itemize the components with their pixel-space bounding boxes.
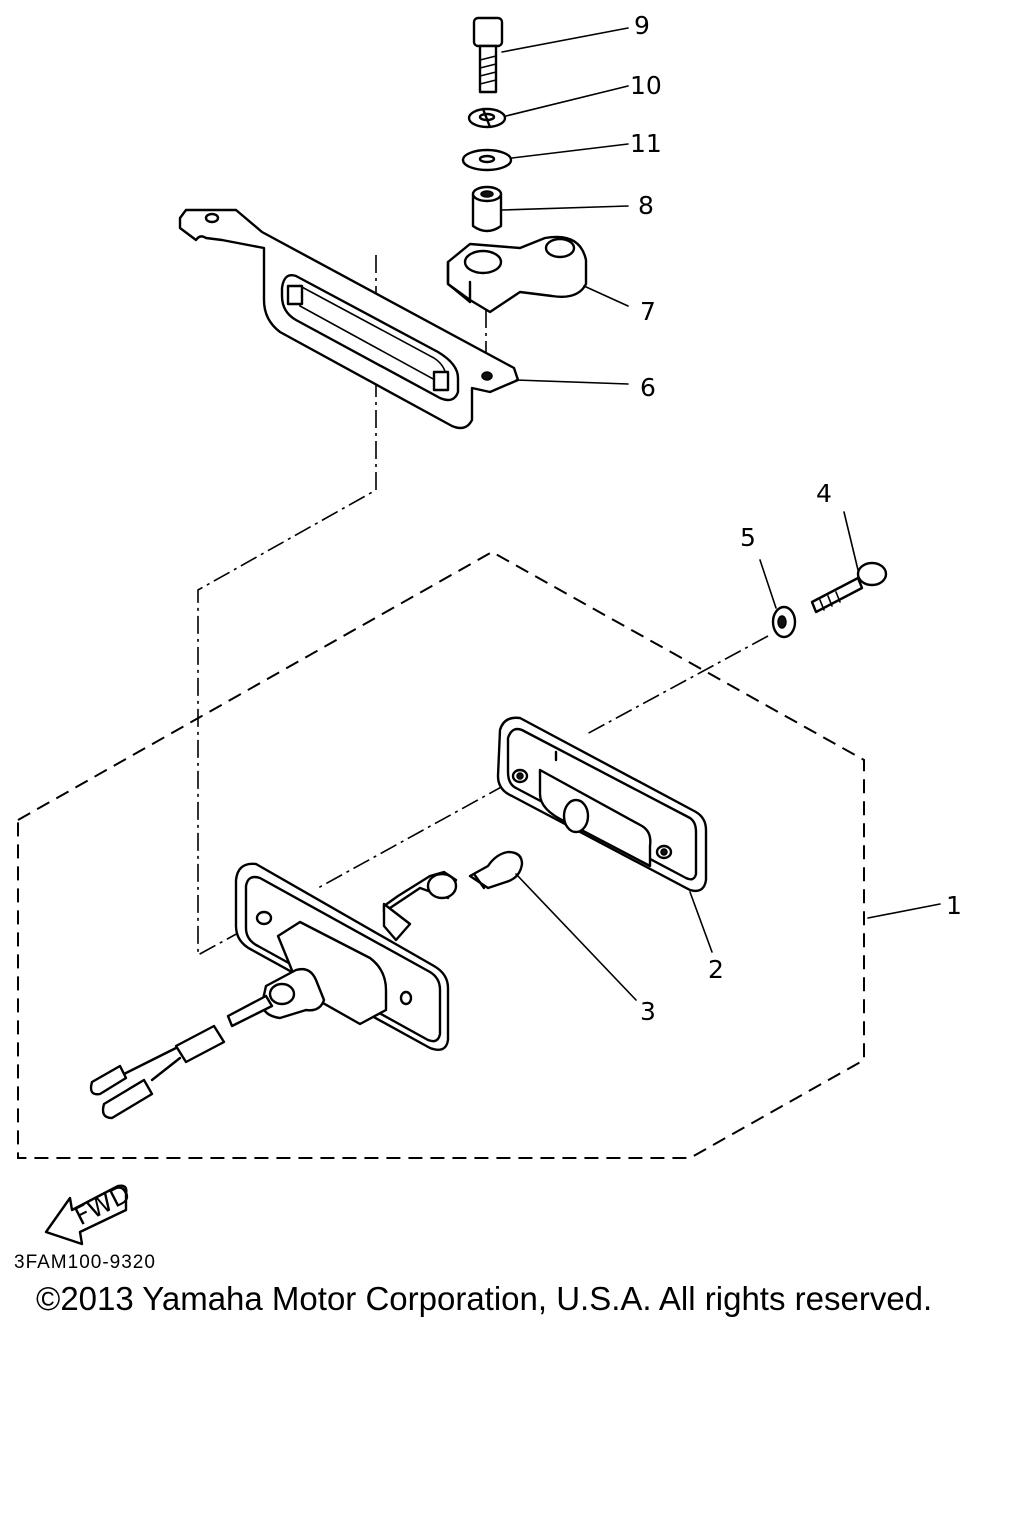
plain-washer-part-11 [461, 148, 513, 172]
spring-washer-part-10 [467, 107, 507, 129]
alignment-line-lens [584, 635, 769, 736]
leader-lines [501, 27, 941, 1001]
callout-3: 3 [640, 997, 656, 1026]
callout-2: 2 [708, 955, 724, 984]
copyright-notice: ©2013 Yamaha Motor Corporation, U.S.A. A… [36, 1280, 933, 1317]
fwd-arrow-icon: FWD [44, 1179, 135, 1246]
washer-part-5 [771, 605, 797, 639]
fwd-label: FWD [70, 1179, 135, 1231]
collar-part-8 [471, 185, 503, 233]
callout-9: 9 [634, 11, 650, 40]
callout-11: 11 [630, 129, 662, 158]
stay-part-7 [446, 235, 588, 314]
lens-part-2 [496, 716, 708, 893]
bracket-part-6 [178, 208, 520, 430]
catalog-code: 3FAM100-9320 [14, 1252, 156, 1273]
callout-7: 7 [640, 297, 656, 326]
bolt-part-9 [472, 16, 504, 94]
bulb-part-3 [468, 850, 524, 890]
callout-5: 5 [740, 523, 756, 552]
lamp-base-part-1 [89, 862, 458, 1120]
assembly-boundary [17, 550, 865, 1159]
screw-part-4 [810, 561, 888, 614]
callout-10: 10 [630, 71, 662, 100]
alignment-line-base [317, 784, 506, 889]
callout-8: 8 [638, 191, 654, 220]
callout-6: 6 [640, 373, 656, 402]
callout-1: 1 [946, 891, 962, 920]
callout-4: 4 [816, 479, 832, 508]
alignment-line-bracket [197, 255, 377, 957]
